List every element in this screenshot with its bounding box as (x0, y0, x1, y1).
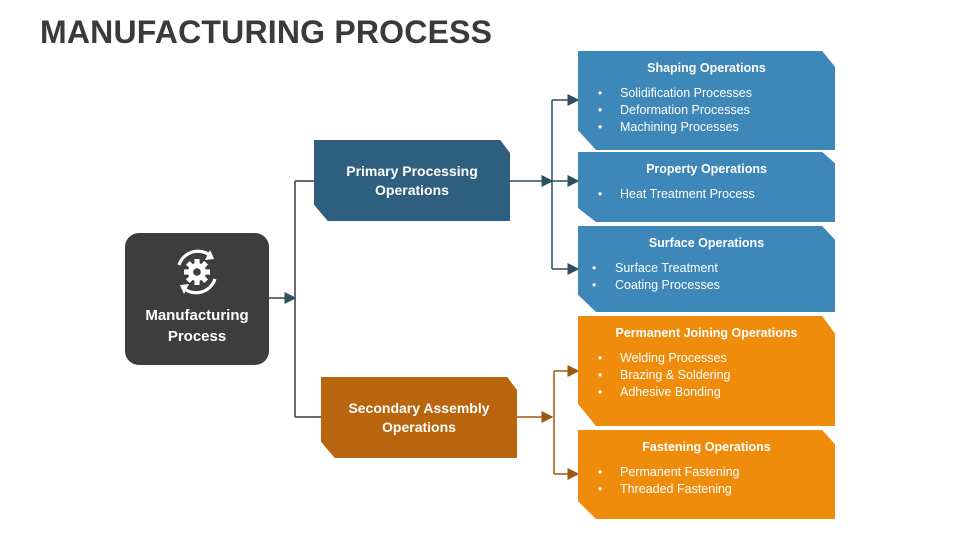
box-title: Property Operations (646, 162, 767, 176)
root-node: Manufacturing Process (125, 233, 269, 365)
fastening-operations-box: Fastening Operations •Permanent Fastenin… (578, 430, 835, 519)
primary-node: Primary Processing Operations (314, 140, 510, 221)
list-item: •Welding Processes (598, 351, 727, 365)
list-item: •Machining Processes (598, 120, 739, 134)
root-label: Manufacturing Process (145, 307, 249, 345)
root-connector (269, 180, 321, 418)
property-operations-box: Property Operations •Heat Treatment Proc… (578, 152, 835, 222)
list-item: •Coating Processes (592, 278, 720, 292)
list-item: •Threaded Fastening (598, 482, 732, 496)
list-item: •Adhesive Bonding (598, 385, 721, 399)
list-item: •Deformation Processes (598, 103, 750, 117)
list-item: •Brazing & Soldering (598, 368, 731, 382)
shaping-operations-box: Shaping Operations •Solidification Proce… (578, 51, 835, 150)
list-item: •Permanent Fastening (598, 465, 740, 479)
list-item: •Surface Treatment (592, 261, 718, 275)
list-item: •Heat Treatment Process (598, 187, 755, 201)
box-title: Permanent Joining Operations (615, 326, 798, 340)
box-title: Surface Operations (648, 236, 765, 250)
primary-connector (510, 94, 580, 275)
list-item: •Solidification Processes (598, 86, 753, 100)
gear-cycle-icon (177, 249, 217, 295)
box-title: Fastening Operations (642, 440, 771, 454)
page-title: MANUFACTURING PROCESS (40, 14, 493, 50)
secondary-connector (517, 365, 580, 480)
box-title: Shaping Operations (647, 61, 766, 75)
permanent-joining-operations-box: Permanent Joining Operations •Welding Pr… (578, 316, 835, 426)
surface-operations-box: Surface Operations •Surface Treatment •C… (578, 226, 835, 312)
secondary-node: Secondary Assembly Operations (321, 377, 517, 458)
